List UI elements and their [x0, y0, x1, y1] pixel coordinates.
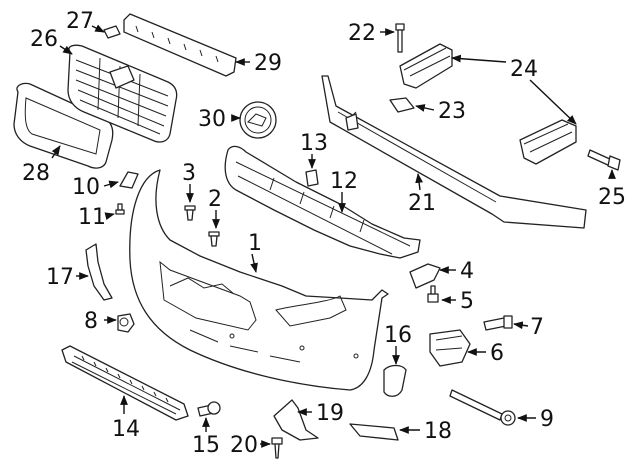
- leader-10: [103, 180, 119, 189]
- part-3-pin: [184, 205, 196, 221]
- part-28-grille-surround: [13, 82, 114, 169]
- part-30-emblem: [239, 101, 277, 139]
- part-11-pin: [115, 203, 125, 215]
- part-7-screw: [483, 315, 513, 331]
- part-27-clip: [103, 25, 121, 39]
- callout-2: 2: [208, 187, 222, 212]
- part-1-bumper-cover: [129, 169, 389, 391]
- leader-26: [59, 45, 73, 55]
- callout-22: 22: [348, 21, 376, 46]
- leader-1: [250, 253, 258, 273]
- leader-28: [51, 145, 61, 159]
- part-14-lower-grille: [61, 345, 189, 421]
- callout-25: 25: [598, 185, 626, 210]
- leader-21: [415, 173, 423, 191]
- part-5-screw: [427, 285, 439, 303]
- part-13-clip: [305, 169, 319, 187]
- callout-18: 18: [424, 419, 452, 444]
- leader-24a: [451, 54, 507, 63]
- callout-3: 3: [182, 161, 196, 186]
- part-10-bracket: [119, 171, 139, 189]
- leader-11: [104, 212, 115, 220]
- part-21-reinforcement: [321, 75, 587, 229]
- callout-15: 15: [192, 433, 220, 458]
- callout-17: 17: [46, 265, 74, 290]
- part-18-molding: [349, 423, 399, 441]
- part-23-bracket: [389, 97, 415, 113]
- callout-14: 14: [112, 417, 140, 442]
- part-19-bracket: [273, 399, 319, 441]
- part-15-pin: [197, 401, 221, 417]
- callout-28: 28: [22, 161, 50, 186]
- callout-12: 12: [330, 169, 358, 194]
- callout-6: 6: [490, 341, 504, 366]
- leader-lines: [51, 24, 616, 448]
- part-25-bolt: [587, 149, 621, 171]
- callout-7: 7: [530, 315, 544, 340]
- callout-23: 23: [438, 99, 466, 124]
- part-22-bolt: [395, 23, 405, 53]
- callout-29: 29: [254, 51, 282, 76]
- callout-16: 16: [384, 323, 412, 348]
- callout-1: 1: [248, 231, 262, 256]
- part-24-upper-bracket: [399, 43, 453, 89]
- leader-7: [513, 321, 529, 330]
- callout-21: 21: [408, 191, 436, 216]
- part-8-sensor: [117, 313, 135, 333]
- callout-9: 9: [540, 407, 554, 432]
- callout-10: 10: [72, 175, 100, 200]
- leader-27: [91, 24, 105, 33]
- callout-19: 19: [316, 401, 344, 426]
- callout-13: 13: [300, 131, 328, 156]
- callout-5: 5: [460, 289, 474, 314]
- part-12-absorber: [224, 145, 421, 259]
- callout-8: 8: [84, 309, 98, 334]
- part-29-grille-bracket: [123, 13, 237, 77]
- callout-30: 30: [198, 107, 226, 132]
- callout-4: 4: [460, 259, 474, 284]
- part-26-grille: [67, 44, 178, 143]
- callout-24: 24: [510, 57, 538, 82]
- part-4-bracket: [409, 263, 441, 289]
- callout-20: 20: [230, 433, 258, 458]
- callout-26: 26: [30, 27, 58, 52]
- part-17-bracket: [85, 243, 113, 301]
- leader-23: [415, 104, 435, 112]
- callout-11: 11: [78, 205, 106, 230]
- part-16-fog-cover: [383, 364, 407, 397]
- callout-labels: 1 2 3 4 5 6 7 8 9 10 11 12 13 14 15 16 1…: [22, 9, 626, 458]
- part-2-pin: [208, 231, 220, 247]
- part-20-screw: [271, 437, 283, 459]
- part-9-tow-hook: [449, 389, 516, 426]
- part-6-bracket: [429, 329, 471, 367]
- callout-27: 27: [66, 9, 94, 34]
- leader-24b: [529, 79, 577, 125]
- part-24-lower-bracket: [519, 119, 577, 165]
